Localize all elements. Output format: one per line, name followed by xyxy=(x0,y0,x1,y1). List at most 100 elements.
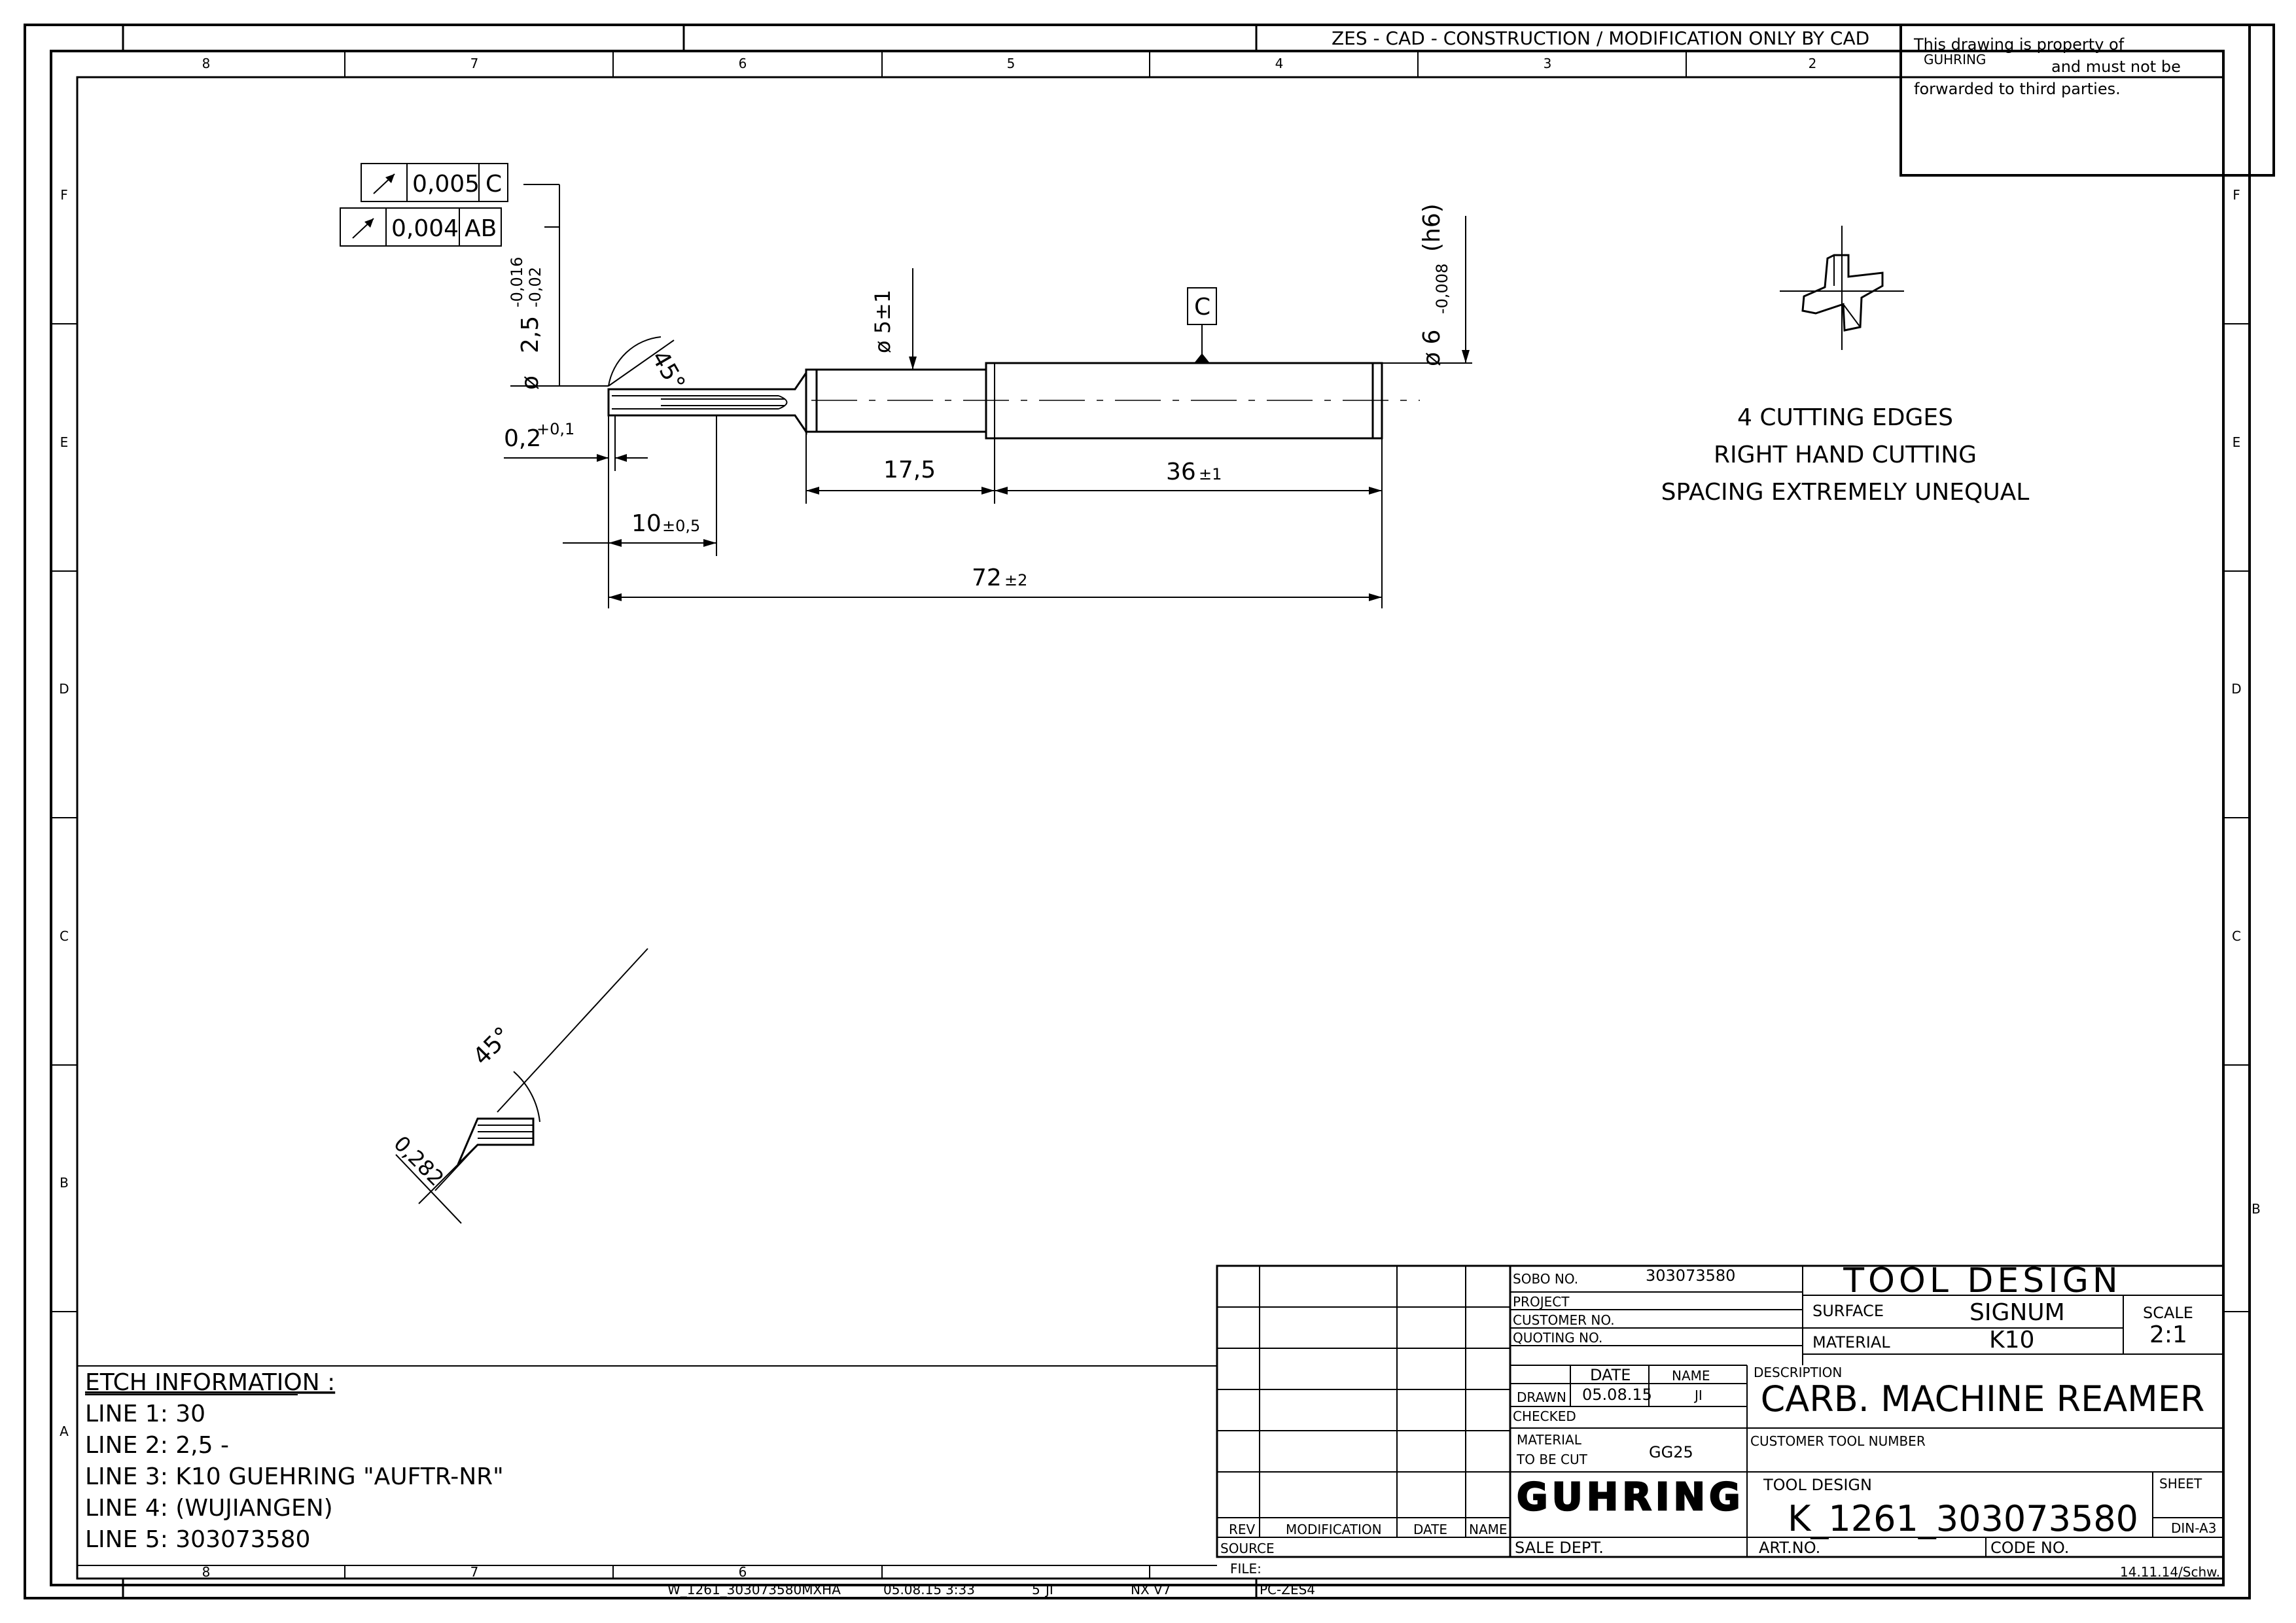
zone-row-b-right: B xyxy=(2252,1201,2261,1217)
scale-value: 2:1 xyxy=(2149,1321,2187,1348)
flute-length: 10 xyxy=(631,510,662,537)
description-value: CARB. MACHINE REAMER xyxy=(1761,1378,2205,1420)
zone-col-3: 3 xyxy=(1544,56,1552,71)
length-dims: 17,5 36 ±1 10 ±0,5 72 ±2 xyxy=(563,415,1383,608)
chamfer-len-tol: +0,1 xyxy=(537,420,574,438)
property-notice: This drawing is property of GUHRING and … xyxy=(1899,24,2275,177)
zone-row-d-right: D xyxy=(2231,681,2241,697)
fcf2-value: 0,004 xyxy=(391,215,459,242)
name-header: NAME xyxy=(1469,1522,1508,1537)
zone-row-c-right: C xyxy=(2232,928,2241,944)
quoting-no-label: QUOTING NO. xyxy=(1513,1330,1602,1346)
sobo-value: 303073580 xyxy=(1646,1266,1735,1285)
chamfer-detail: 45° 0,282 xyxy=(389,948,648,1224)
fcf1-datum: C xyxy=(486,171,502,198)
etch-line-4: LINE 4: (WUJIANGEN) xyxy=(85,1495,333,1522)
notice-line1: This drawing is property of xyxy=(1913,35,2125,54)
fcf2-datum: AB xyxy=(465,215,497,242)
shank-fit: (h6) xyxy=(1419,203,1445,252)
project-label: PROJECT xyxy=(1513,1294,1570,1310)
shank-tol: -0,008 xyxy=(1433,264,1451,314)
zone-col-8-bottom: 8 xyxy=(202,1564,211,1580)
material-label: MATERIAL xyxy=(1812,1333,1890,1352)
zone-col-7: 7 xyxy=(470,56,479,71)
overall-length: 72 xyxy=(972,565,1002,591)
chamfer-length-dim: 0,2 +0,1 xyxy=(504,415,648,471)
reamer-side-view xyxy=(607,362,1420,440)
notice-company: GUHRING xyxy=(1924,52,1986,67)
title-block: REV MODIFICATION DATE NAME SOURCE FILE: … xyxy=(1216,1261,2225,1580)
material-cut-value: GG25 xyxy=(1649,1443,1693,1461)
shank-length: 36 xyxy=(1166,459,1196,485)
tool-design-value: K_1261_303073580 xyxy=(1788,1498,2138,1539)
footer-date: 05.08.15 xyxy=(883,1582,942,1597)
zone-col-5: 5 xyxy=(1007,56,1016,71)
zone-row-e-right: E xyxy=(2233,434,2241,450)
neck-length: 17,5 xyxy=(883,457,936,483)
detail-angle: 45° xyxy=(468,1022,516,1070)
zone-row-f-right: F xyxy=(2233,187,2240,203)
shank-diameter-dim: ø 6 -0,008 (h6) xyxy=(1382,203,1472,366)
sheet-label: SHEET xyxy=(2159,1476,2202,1492)
footer-rev: 5 xyxy=(1032,1582,1040,1597)
customer-tool-label: CUSTOMER TOOL NUMBER xyxy=(1750,1433,1926,1449)
zone-col-6: 6 xyxy=(739,56,747,71)
tool-design-label: TOOL DESIGN xyxy=(1763,1476,1872,1494)
runout-icon xyxy=(352,218,374,239)
drawn-date-header: DATE xyxy=(1590,1366,1631,1384)
etch-line-1: LINE 1: 30 xyxy=(85,1401,205,1427)
date-header: DATE xyxy=(1413,1522,1447,1537)
drawn-label: DRAWN xyxy=(1517,1389,1566,1405)
zone-row-b: B xyxy=(60,1175,69,1191)
zone-row-e: E xyxy=(60,434,69,450)
tip-tol-upper: -0,016 xyxy=(508,257,526,307)
modification-header: MODIFICATION xyxy=(1286,1522,1382,1537)
zone-labels: 8 7 6 5 4 3 2 8 7 6 F E D C B A F E D C … xyxy=(59,56,2261,1580)
zone-row-a: A xyxy=(60,1423,69,1439)
zone-row-c: C xyxy=(60,928,69,944)
tip-diameter-value: 2,5 xyxy=(517,316,544,353)
etch-line-3: LINE 3: K10 GUEHRING "AUFTR-NR" xyxy=(85,1463,504,1490)
drawn-date: 05.08.15 xyxy=(1582,1386,1652,1404)
notice-line2: and must not be xyxy=(2051,58,2181,76)
checked-label: CHECKED xyxy=(1513,1408,1576,1424)
chamfer-angle: 45° xyxy=(646,346,690,396)
shank-diameter-value: ø 6 xyxy=(1419,330,1445,366)
drawn-name: JI xyxy=(1693,1387,1703,1403)
neck-diameter-dim: ø 5±1 xyxy=(870,268,917,370)
template-date: 14.11.14/Schw. xyxy=(2120,1564,2220,1580)
tip-diameter-symbol: ø xyxy=(517,375,544,390)
neck-diameter-value: ø 5±1 xyxy=(870,290,895,353)
surface-label: SURFACE xyxy=(1812,1302,1884,1320)
source-label: SOURCE xyxy=(1220,1541,1275,1556)
sobo-label: SOBO NO. xyxy=(1513,1271,1578,1287)
art-no-label: ART.NO. xyxy=(1759,1539,1820,1557)
etch-line-2: LINE 2: 2,5 - xyxy=(85,1432,229,1459)
datum-c-label: C xyxy=(1194,294,1210,321)
file-label: FILE: xyxy=(1230,1561,1262,1577)
runout-icon xyxy=(373,173,395,194)
note-cutting-edges: 4 CUTTING EDGES xyxy=(1737,404,1953,431)
tip-tol-lower: -0,02 xyxy=(526,267,544,307)
tip-diameter-dim: ø 2,5 -0,016 -0,02 45° xyxy=(508,257,690,396)
shank-length-tol: ±1 xyxy=(1199,465,1222,483)
notice-line3: forwarded to third parties. xyxy=(1914,80,2121,98)
sale-dept-label: SALE DEPT. xyxy=(1515,1539,1604,1557)
sheet-format: DIN-A3 xyxy=(2171,1520,2216,1536)
zone-col-2: 2 xyxy=(1809,56,1817,71)
zone-row-d: D xyxy=(59,681,69,697)
title-heading: TOOL DESIGN xyxy=(1843,1261,2122,1300)
fcf1-value: 0,005 xyxy=(412,171,480,198)
scale-label: SCALE xyxy=(2143,1304,2193,1322)
border-frame xyxy=(24,24,2251,1599)
flute-length-tol: ±0,5 xyxy=(662,517,700,535)
zone-col-6-bottom: 6 xyxy=(739,1564,747,1580)
footer: W_1261_303073580MXHA 05.08.15 3:33 5 JI … xyxy=(667,1582,1315,1597)
footer-software: NX V7 xyxy=(1131,1582,1171,1597)
material-value: K10 xyxy=(1989,1327,2034,1353)
guhring-logo: GUHRING xyxy=(1517,1475,1744,1519)
feature-control-frames: 0,005 C 0,004 AB xyxy=(340,163,560,386)
zone-row-f: F xyxy=(60,187,68,203)
code-no-label: CODE NO. xyxy=(1990,1539,2069,1557)
footer-user: JI xyxy=(1044,1582,1053,1597)
